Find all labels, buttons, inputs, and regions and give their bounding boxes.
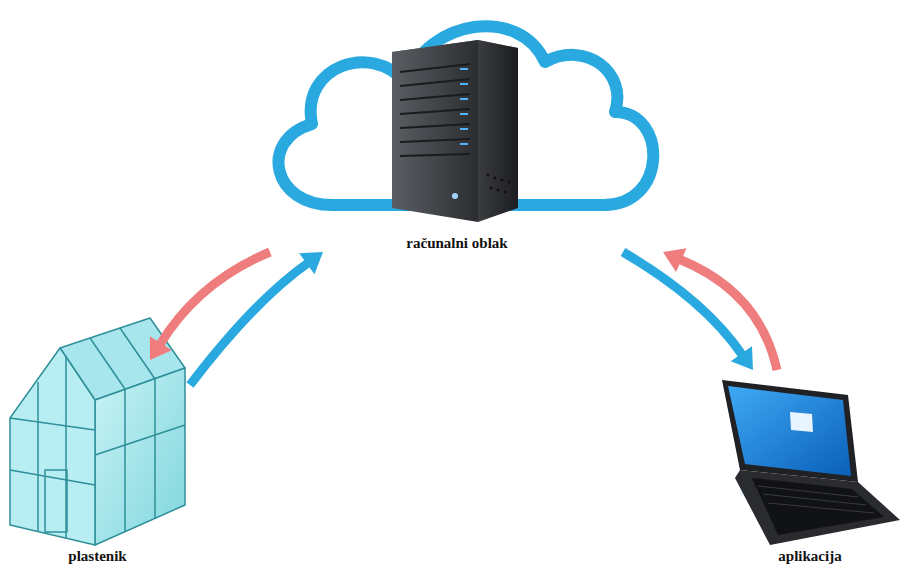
arrow-shaft [190, 263, 308, 385]
data-flow-arrow [623, 252, 753, 370]
arrow-head [299, 252, 323, 274]
greenhouse-icon [10, 318, 185, 545]
data-flow-arrow [663, 248, 777, 370]
arrow-shaft [623, 252, 743, 355]
arrow-shaft [679, 259, 777, 370]
node-label: računalni oblak [406, 234, 507, 252]
node-label: aplikacija [778, 547, 841, 565]
arrow-head [150, 336, 172, 360]
laptop-icon [722, 380, 900, 545]
cloud-node: računalni oblak [258, 0, 678, 252]
arrow-head [731, 346, 753, 370]
node-label: plastenik [68, 547, 126, 565]
greenhouse-node: plastenik [5, 360, 190, 565]
server-icon [392, 40, 518, 222]
arrow-shaft [160, 252, 270, 345]
arrow-head [663, 248, 687, 272]
laptop-node: aplikacija [715, 370, 905, 565]
data-flow-arrow [190, 252, 323, 385]
